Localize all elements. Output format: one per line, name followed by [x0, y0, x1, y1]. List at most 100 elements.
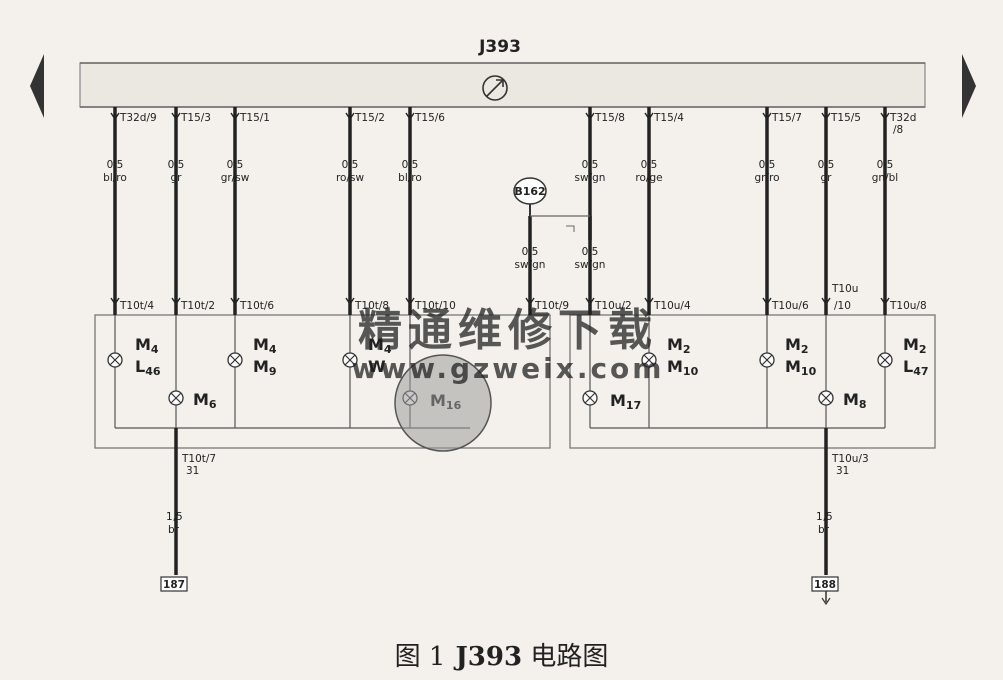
caption-bold: J393 [455, 642, 523, 672]
wire-bottom-arrow [821, 297, 831, 306]
wire-bottom-pin: T10t/2 [180, 300, 215, 312]
wire-top-pin: T15/5 [830, 112, 861, 124]
control-unit-title: J393 [478, 37, 521, 57]
ground-left-ref: 187 [163, 579, 185, 591]
wire-bottom-pin: T10u/2 [594, 300, 632, 312]
wire-top-pin: T15/2 [354, 112, 385, 124]
lamp-sublabel: L46 [135, 357, 161, 378]
wire-color: ro/ge [635, 172, 662, 184]
circuit-diagram: J393 T32d/90,5bl/roT10t/4T15/30,5grT10t/… [30, 37, 976, 606]
lamp-label: M6 [193, 390, 217, 411]
wire-gauge: 0,5 [759, 159, 776, 171]
wire-bottom-arrow [110, 297, 120, 306]
wire-bottom-arrow [525, 297, 535, 306]
wire-bottom-pin: T10u/8 [889, 300, 927, 312]
wire-color: bl/ro [398, 172, 422, 184]
wire-bottom-arrow [171, 297, 181, 306]
lamp-sublabel: M10 [785, 357, 817, 378]
wire-color: gr [821, 172, 833, 184]
sensor-b162: B162 [513, 177, 590, 232]
wire-top-arrow [171, 112, 181, 121]
wire-top-pin: T32d/9 [119, 112, 157, 124]
wire-gauge: 0,5 [402, 159, 419, 171]
wire-top-pin-cont: /8 [893, 124, 903, 136]
wire-bottom-pin: T10t/9 [534, 300, 569, 312]
ground-left: T10t/7 31 1,5 br 187 [160, 428, 216, 592]
lamp-label: M8 [843, 390, 867, 411]
wire-gauge: 0,5 [582, 246, 599, 258]
wire-top-arrow [762, 112, 772, 121]
lamp-label: M2 [903, 335, 927, 356]
ground-left-term: 31 [186, 465, 199, 477]
wire-gauge: 0,5 [582, 159, 599, 171]
lamp-sublabel: M9 [253, 357, 277, 378]
ground-left-pin: T10t/7 [181, 453, 216, 465]
caption-prefix: 图 1 [394, 642, 446, 672]
lamp-sublabel: L47 [903, 357, 929, 378]
watermark-url: www.gzweix.com [352, 352, 665, 385]
wire-bottom-pin: T10u/4 [653, 300, 691, 312]
wire-color: gr/ro [754, 172, 779, 184]
wire-gauge: 0,5 [227, 159, 244, 171]
wire-color: sw/gn [515, 259, 546, 271]
lamp-label: M4 [135, 335, 159, 356]
wire-bottom-arrow [585, 297, 595, 306]
wire-gauge: 0,5 [168, 159, 185, 171]
wire-color: gn/bl [872, 172, 898, 184]
wire-top-pin: T15/6 [414, 112, 445, 124]
lamp-module-left [94, 314, 551, 449]
wire-color: gr [171, 172, 183, 184]
ground-right-gauge: 1,5 [816, 511, 833, 523]
wire-gauge: 0,5 [877, 159, 894, 171]
wire-gauge: 0,5 [107, 159, 124, 171]
wire-top-arrow [585, 112, 595, 121]
wire-top-pin: T15/4 [653, 112, 684, 124]
wire-bottom-pin: T10t/6 [239, 300, 274, 312]
wire-bottom-pin: T10u [831, 283, 858, 295]
next-arrow-icon[interactable] [962, 54, 976, 118]
wire-top-arrow [345, 112, 355, 121]
wire-top-arrow [821, 112, 831, 121]
prev-arrow-icon[interactable] [30, 54, 44, 118]
ground-left-color: br [168, 524, 180, 536]
sensor-wire-2: 0,5sw/gn [575, 216, 605, 271]
ground-right-color: br [818, 524, 830, 536]
lamp-m6: M6 [168, 315, 217, 428]
wire-bottom-pin: T10t/10 [414, 300, 456, 312]
wire-bottom-arrow [405, 297, 415, 306]
wire-gauge: 0,5 [522, 246, 539, 258]
wire-bottom-pin: T10t/4 [119, 300, 154, 312]
wire-bottom-arrow [762, 297, 772, 306]
wire-top-arrow [110, 112, 120, 121]
ground-left-gauge: 1,5 [166, 511, 183, 523]
lamp-m8: M8 [818, 315, 867, 428]
control-unit-symbol-icon [482, 75, 508, 101]
wire-bottom-pin: T10u/6 [771, 300, 809, 312]
ground-right-pin: T10u/3 [831, 453, 869, 465]
wire-bottom-arrow [644, 297, 654, 306]
wire-color: ro/sw [336, 172, 365, 184]
wire-color: gr/sw [221, 172, 250, 184]
wire-top-arrow [230, 112, 240, 121]
ground-right-term: 31 [836, 465, 849, 477]
wire-top-pin: T15/8 [594, 112, 625, 124]
watermark-title: 精通维修下载 [358, 305, 658, 356]
wire-gauge: 0,5 [641, 159, 658, 171]
lamp-label: M2 [667, 335, 691, 356]
wire-color: sw/gn [575, 172, 606, 184]
sensor-label: B162 [514, 185, 545, 198]
